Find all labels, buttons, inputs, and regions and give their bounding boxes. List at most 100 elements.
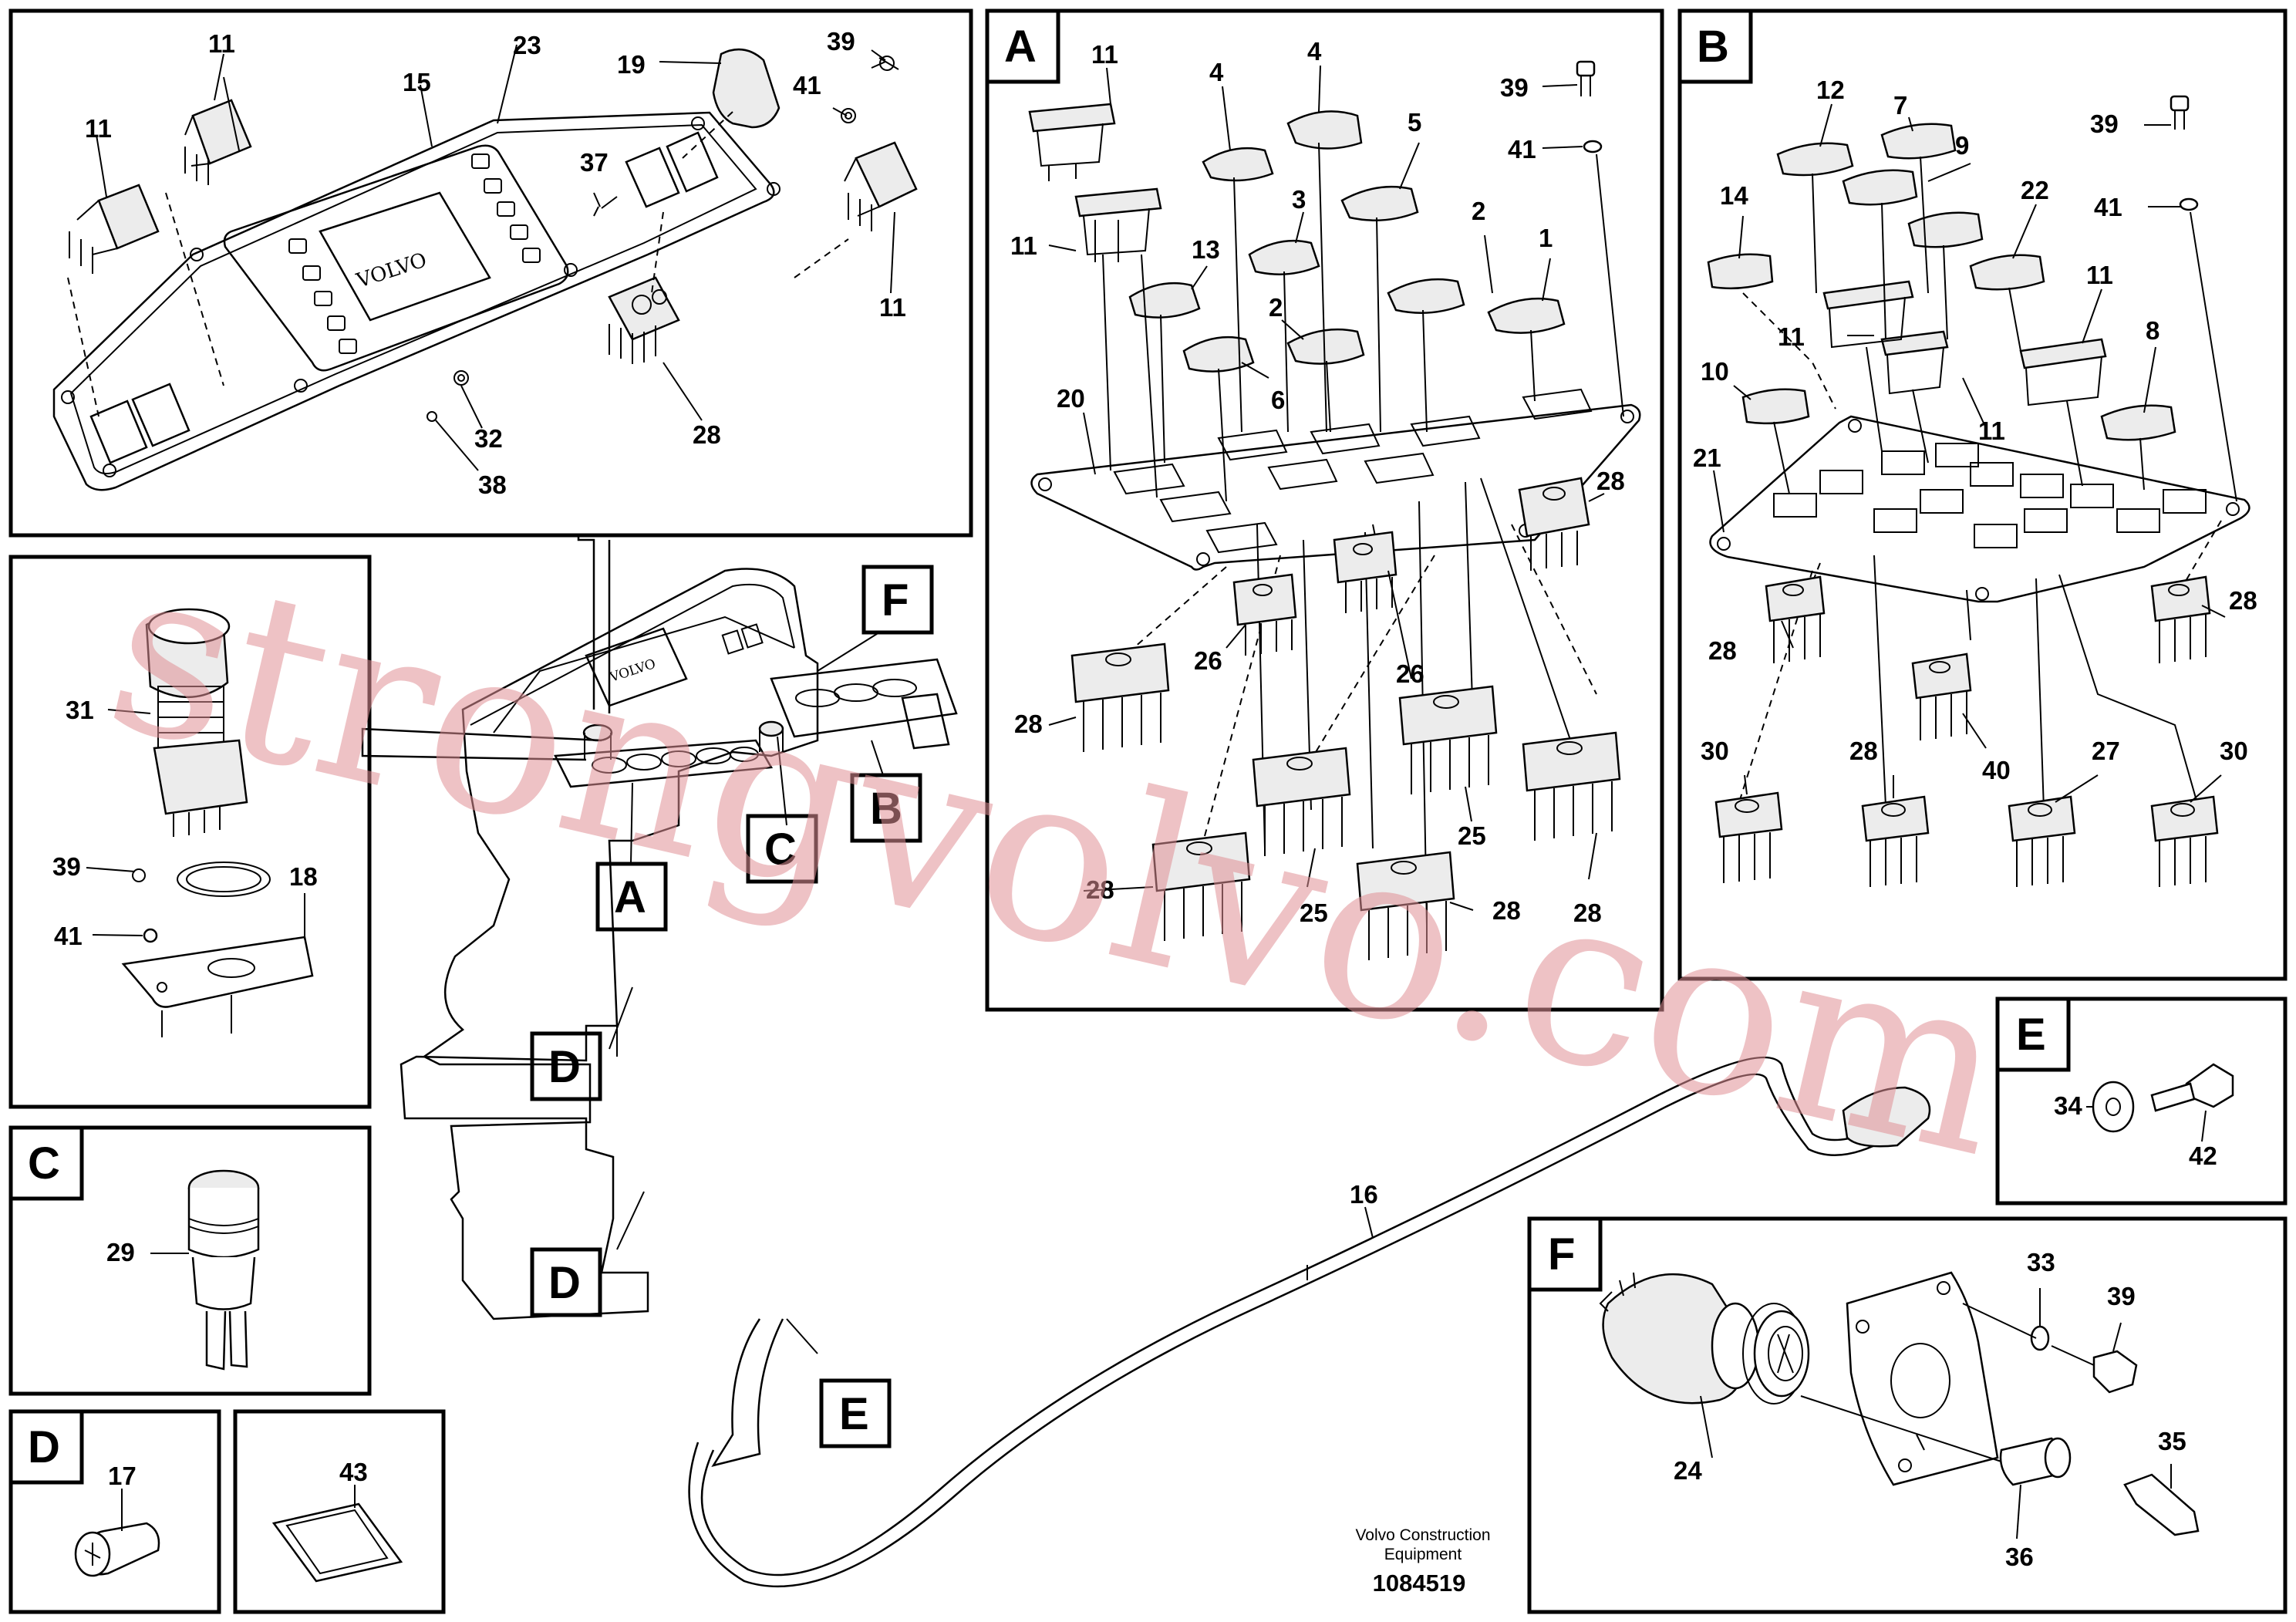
svg-text:D: D <box>548 1042 581 1092</box>
callout-18: 18 <box>289 862 318 891</box>
callout-24: 24 <box>1674 1456 1702 1485</box>
footer-company-line1: Volvo Construction <box>1355 1526 1490 1544</box>
main-panel-detail: VOLVO <box>8 8 973 538</box>
callout-31: 31 <box>66 696 94 724</box>
callout-29: 29 <box>106 1238 135 1266</box>
panel-letter-c: C <box>28 1138 60 1189</box>
callout-28: 28 <box>1573 899 1602 927</box>
callout-21: 21 <box>1693 443 1721 472</box>
console-letter-d-lower: D <box>530 1247 602 1317</box>
callout-28: 28 <box>1596 467 1625 495</box>
callout-39: 39 <box>827 27 855 56</box>
svg-text:A: A <box>614 872 646 922</box>
panel-letter-a: A <box>1004 22 1037 72</box>
panel-b-detail: B <box>1677 8 2288 981</box>
callout-27: 27 <box>2092 737 2120 765</box>
callout-11: 11 <box>1978 416 2005 445</box>
svg-text:E: E <box>839 1389 869 1439</box>
svg-text:B: B <box>870 784 902 834</box>
callout-41: 41 <box>1508 135 1536 164</box>
callout-11: 11 <box>2086 261 2113 289</box>
callout-28: 28 <box>693 420 721 449</box>
callout-34: 34 <box>2054 1091 2082 1120</box>
panel-letter-f: F <box>1548 1229 1575 1280</box>
callout-33: 33 <box>2027 1248 2055 1276</box>
switch-array-a <box>1070 477 1621 912</box>
central-console-assembly: VOLVO <box>361 536 1931 1588</box>
console-letter-a: A <box>595 862 668 932</box>
callout-26: 26 <box>1396 659 1424 688</box>
callout-22: 22 <box>2021 176 2049 204</box>
callout-2: 2 <box>1269 293 1283 322</box>
svg-text:D: D <box>548 1258 581 1308</box>
callout-8: 8 <box>2146 316 2159 345</box>
callout-11: 11 <box>1010 231 1037 260</box>
panel-letter-d: D <box>28 1422 60 1472</box>
left-panel-emergency-stop: 31 39 18 41 <box>8 555 372 1109</box>
callout-20: 20 <box>1057 384 1085 413</box>
callout-28: 28 <box>2229 586 2257 615</box>
callout-36: 36 <box>2005 1543 2034 1571</box>
callout-7: 7 <box>1893 91 1907 120</box>
panel-d-detail: D 17 <box>8 1409 221 1614</box>
callout-11: 11 <box>1091 40 1118 69</box>
callout-39: 39 <box>2090 110 2119 138</box>
callout-42: 42 <box>2189 1141 2217 1170</box>
callout-5: 5 <box>1408 108 1421 137</box>
volvo-logo-text: VOLVO <box>353 248 430 293</box>
console-letter-b: B <box>850 773 922 843</box>
svg-text:F: F <box>882 575 909 626</box>
callout-15: 15 <box>403 68 431 96</box>
console-letter-c: C <box>746 814 818 884</box>
callout-11: 11 <box>85 114 112 143</box>
panel-letter-e: E <box>2016 1010 2046 1060</box>
callout-41: 41 <box>793 71 821 99</box>
callout-28: 28 <box>1492 896 1521 925</box>
panel-a-detail: A <box>985 8 1664 1012</box>
callout-1: 1 <box>1539 224 1553 252</box>
console-letter-e: E <box>819 1378 892 1448</box>
callout-11: 11 <box>208 29 235 58</box>
callout-28: 28 <box>1086 875 1114 904</box>
footer-company-line2: Equipment <box>1384 1546 1462 1563</box>
callout-28: 28 <box>1014 710 1043 738</box>
panel-gasket-detail: 43 <box>233 1409 446 1614</box>
callout-19: 19 <box>617 50 646 79</box>
callout-38: 38 <box>478 470 507 499</box>
callout-4: 4 <box>1209 58 1224 86</box>
callout-11: 11 <box>879 293 906 322</box>
callout-41: 41 <box>54 922 83 950</box>
callout-39: 39 <box>52 852 81 881</box>
callout-16: 16 <box>1350 1180 1378 1209</box>
callout-10: 10 <box>1701 357 1729 386</box>
callout-28: 28 <box>1708 636 1737 665</box>
callout-35: 35 <box>2158 1427 2186 1455</box>
callout-6: 6 <box>1271 386 1285 414</box>
callout-25: 25 <box>1300 899 1328 927</box>
callout-32: 32 <box>474 424 503 453</box>
callout-30: 30 <box>1701 737 1729 765</box>
callout-39: 39 <box>2107 1282 2136 1310</box>
callout-4: 4 <box>1307 37 1322 66</box>
callout-30: 30 <box>2220 737 2248 765</box>
footer-block: Volvo Construction Equipment 1084519 <box>1355 1526 1490 1597</box>
callout-3: 3 <box>1292 185 1306 214</box>
callout-26: 26 <box>1194 646 1222 675</box>
panel-letter-b: B <box>1697 22 1729 72</box>
callout-43: 43 <box>339 1458 368 1486</box>
panel-e-detail: E 34 42 <box>1995 996 2288 1206</box>
callout-17: 17 <box>108 1462 137 1490</box>
panel-f-detail: F 33 39 <box>1527 1216 2288 1614</box>
callout-11: 11 <box>1778 322 1805 351</box>
callout-41: 41 <box>2094 193 2122 221</box>
callout-14: 14 <box>1720 181 1748 210</box>
callout-37: 37 <box>580 148 609 177</box>
callout-40: 40 <box>1982 756 2011 784</box>
callout-25: 25 <box>1458 821 1486 850</box>
watermark-text: strongvolvo.com <box>88 512 2029 1209</box>
callout-39: 39 <box>1500 73 1529 102</box>
console-letter-f: F <box>861 565 934 635</box>
callout-13: 13 <box>1192 235 1220 264</box>
callout-2: 2 <box>1472 197 1485 225</box>
